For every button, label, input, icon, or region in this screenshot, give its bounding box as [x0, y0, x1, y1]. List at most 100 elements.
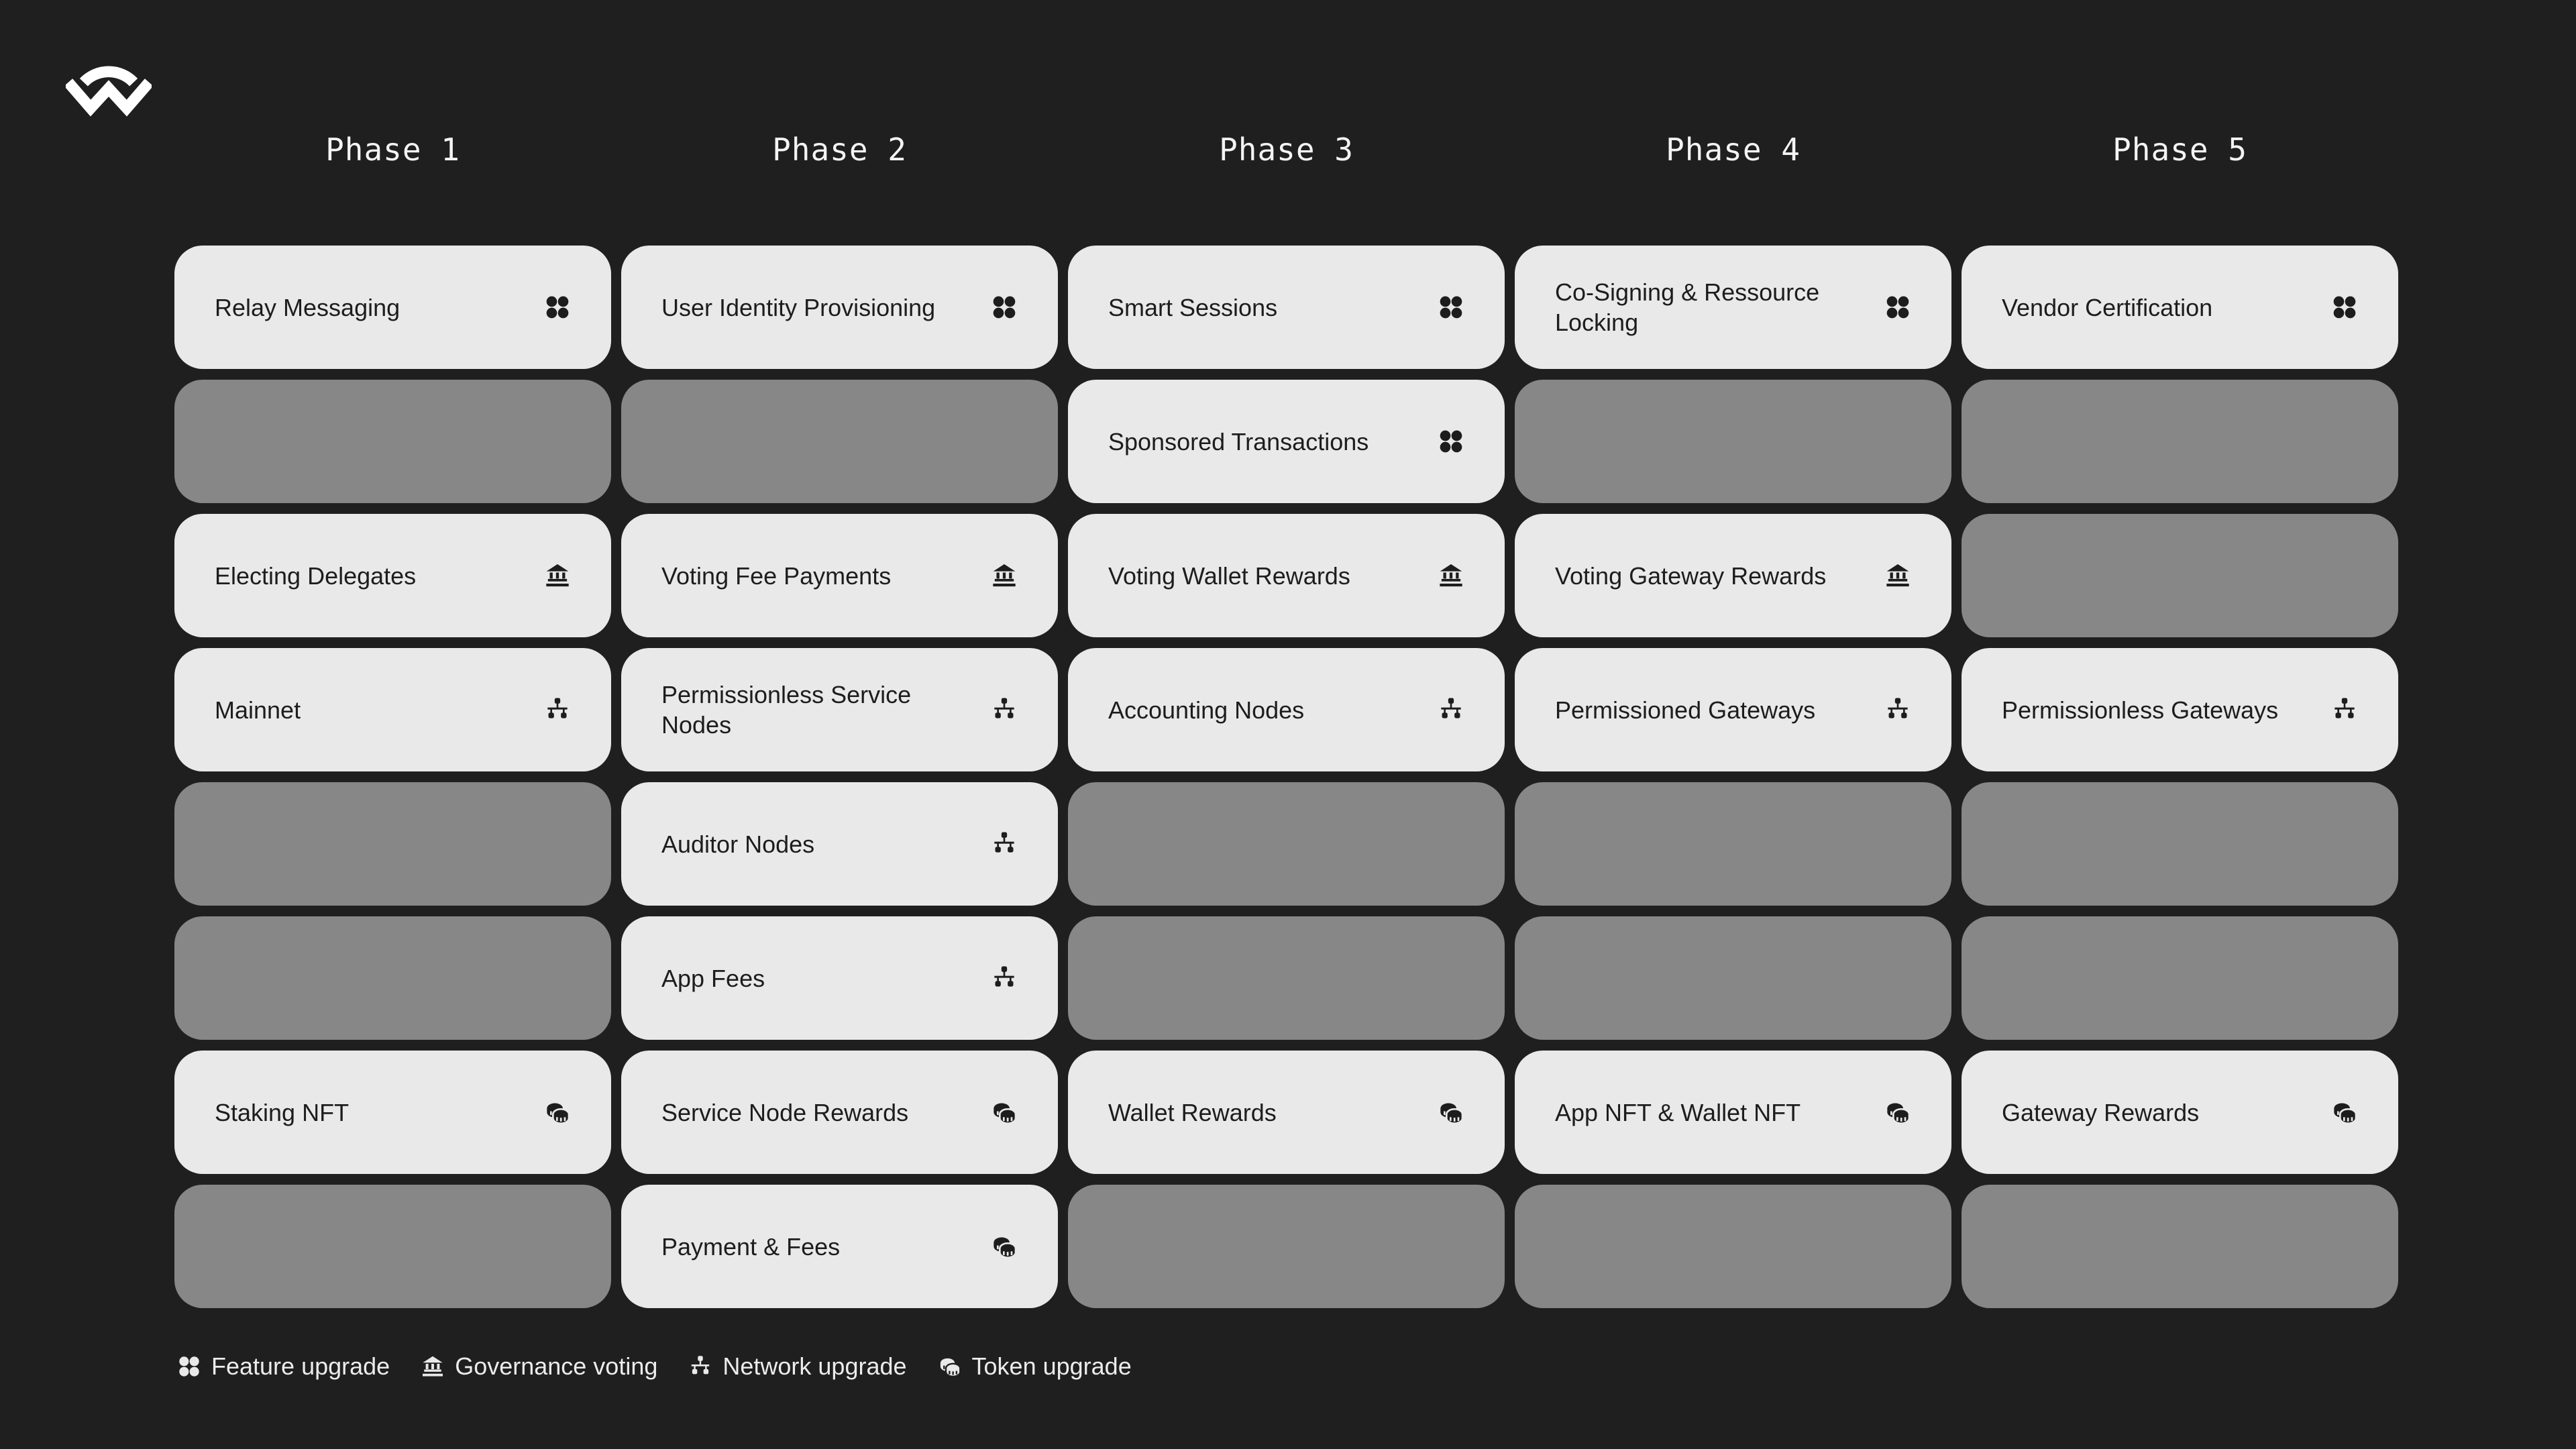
phase-column-1: Relay Messaging Electing Delegates Mainn… [174, 246, 611, 1308]
placeholder-card [1962, 514, 2398, 637]
phase-header-4: Phase 4 [1666, 131, 1801, 168]
feature-upgrade-icon [546, 296, 569, 319]
token-upgrade-icon [994, 1103, 1017, 1124]
card-staking-nft: Staking NFT [174, 1051, 611, 1174]
placeholder-card [1515, 380, 1951, 503]
card-label: Auditor Nodes [661, 830, 815, 858]
phase-header-1: Phase 1 [325, 131, 460, 168]
card-voting-wallet-rewards: Voting Wallet Rewards [1068, 514, 1505, 637]
legend-item-feature-upgrade: Feature upgrade [177, 1352, 390, 1381]
legend-item-token-upgrade: Token upgrade [938, 1352, 1132, 1381]
placeholder-card [174, 1185, 611, 1308]
token-upgrade-icon [940, 1358, 961, 1378]
card-gateway-rewards: Gateway Rewards [1962, 1051, 2398, 1174]
phase-column-2: User Identity Provisioning Voting Fee Pa… [621, 246, 1058, 1308]
walletconnect-logo [66, 66, 152, 117]
card-label: Vendor Certification [2002, 293, 2213, 321]
card-label: Voting Wallet Rewards [1108, 561, 1350, 590]
card-mainnet: Mainnet [174, 648, 611, 771]
legend-label: Feature upgrade [211, 1352, 390, 1380]
network-upgrade-icon [994, 832, 1014, 853]
legend: Feature upgrade Governance voting Networ… [174, 1352, 2399, 1381]
placeholder-card [1962, 380, 2398, 503]
card-co-signing-ressource-locking: Co-Signing & Ressource Locking [1515, 246, 1951, 369]
card-user-identity-provisioning: User Identity Provisioning [621, 246, 1058, 369]
card-app-nft-wallet-nft: App NFT & Wallet NFT [1515, 1051, 1951, 1174]
governance-voting-icon [993, 564, 1016, 587]
card-auditor-nodes: Auditor Nodes [621, 782, 1058, 906]
network-upgrade-icon [1888, 698, 1908, 718]
card-label: Sponsored Transactions [1108, 427, 1369, 455]
governance-voting-icon [1440, 564, 1462, 587]
feature-upgrade-icon [179, 1356, 199, 1377]
card-vendor-certification: Vendor Certification [1962, 246, 2398, 369]
legend-label: Governance voting [455, 1352, 658, 1380]
card-label: Staking NFT [215, 1098, 350, 1126]
card-label: Permissionless Gateways [2002, 696, 2279, 724]
card-label: App Fees [661, 964, 765, 992]
placeholder-card [1962, 916, 2398, 1040]
card-label: Smart Sessions [1108, 293, 1278, 321]
token-upgrade-icon [1887, 1103, 1911, 1124]
card-relay-messaging: Relay Messaging [174, 246, 611, 369]
network-upgrade-icon [994, 966, 1014, 987]
card-label: Electing Delegates [215, 561, 417, 590]
card-wallet-rewards: Wallet Rewards [1068, 1051, 1505, 1174]
card-permissioned-gateways: Permissioned Gateways [1515, 648, 1951, 771]
placeholder-card [1515, 916, 1951, 1040]
feature-upgrade-icon [1440, 430, 1462, 453]
card-label: User Identity Provisioning [661, 293, 936, 321]
feature-upgrade-icon [1886, 296, 1909, 319]
phase-header-3: Phase 3 [1219, 131, 1354, 168]
governance-voting-icon [546, 564, 569, 587]
card-label: Permissionless Service Nodes [661, 681, 912, 739]
card-label: Permissioned Gateways [1555, 696, 1816, 724]
phase-column-3: Smart Sessions Sponsored Transactions Vo… [1068, 246, 1505, 1308]
card-label: Voting Fee Payments [661, 561, 892, 590]
legend-item-network-upgrade: Network upgrade [688, 1352, 907, 1381]
network-upgrade-icon [547, 698, 568, 718]
card-label: Co-Signing & Ressource Locking [1555, 278, 1820, 336]
placeholder-card [1068, 782, 1505, 906]
placeholder-card [174, 916, 611, 1040]
card-voting-gateway-rewards: Voting Gateway Rewards [1515, 514, 1951, 637]
card-service-node-rewards: Service Node Rewards [621, 1051, 1058, 1174]
token-upgrade-icon [547, 1103, 570, 1124]
card-smart-sessions: Smart Sessions [1068, 246, 1505, 369]
token-upgrade-icon [1440, 1103, 1464, 1124]
phase-headers: Phase 1 Phase 2 Phase 3 Phase 4 Phase 5 [174, 0, 2399, 168]
roadmap-grid: Relay Messaging Electing Delegates Mainn… [174, 246, 2399, 1308]
legend-item-governance-voting: Governance voting [421, 1352, 657, 1381]
phase-header-2: Phase 2 [772, 131, 907, 168]
legend-label: Network upgrade [722, 1352, 907, 1380]
card-sponsored-transactions: Sponsored Transactions [1068, 380, 1505, 503]
governance-voting-icon [423, 1356, 443, 1377]
card-label: Relay Messaging [215, 293, 400, 321]
placeholder-card [174, 782, 611, 906]
governance-voting-icon [1886, 564, 1909, 587]
card-label: Gateway Rewards [2002, 1098, 2200, 1126]
feature-upgrade-icon [1440, 296, 1462, 319]
network-upgrade-icon [994, 698, 1014, 718]
token-upgrade-icon [994, 1237, 1017, 1258]
network-upgrade-icon [692, 1356, 710, 1375]
roadmap-board: Phase 1 Phase 2 Phase 3 Phase 4 Phase 5 … [174, 0, 2399, 1381]
card-label: Service Node Rewards [661, 1098, 909, 1126]
placeholder-card [1962, 1185, 2398, 1308]
placeholder-card [1515, 1185, 1951, 1308]
card-label: Payment & Fees [661, 1232, 841, 1260]
card-permissionless-service-nodes: Permissionless Service Nodes [621, 648, 1058, 771]
legend-label: Token upgrade [971, 1352, 1132, 1380]
network-upgrade-icon [2334, 698, 2355, 718]
card-label: Voting Gateway Rewards [1555, 561, 1827, 590]
card-electing-delegates: Electing Delegates [174, 514, 611, 637]
feature-upgrade-icon [993, 296, 1016, 319]
card-voting-fee-payments: Voting Fee Payments [621, 514, 1058, 637]
placeholder-card [621, 380, 1058, 503]
placeholder-card [1962, 782, 2398, 906]
token-upgrade-icon [2334, 1103, 2357, 1124]
phase-column-5: Vendor Certification Permissionless Gate… [1962, 246, 2398, 1308]
placeholder-card [1068, 1185, 1505, 1308]
network-upgrade-icon [1441, 698, 1461, 718]
card-payment-fees: Payment & Fees [621, 1185, 1058, 1308]
